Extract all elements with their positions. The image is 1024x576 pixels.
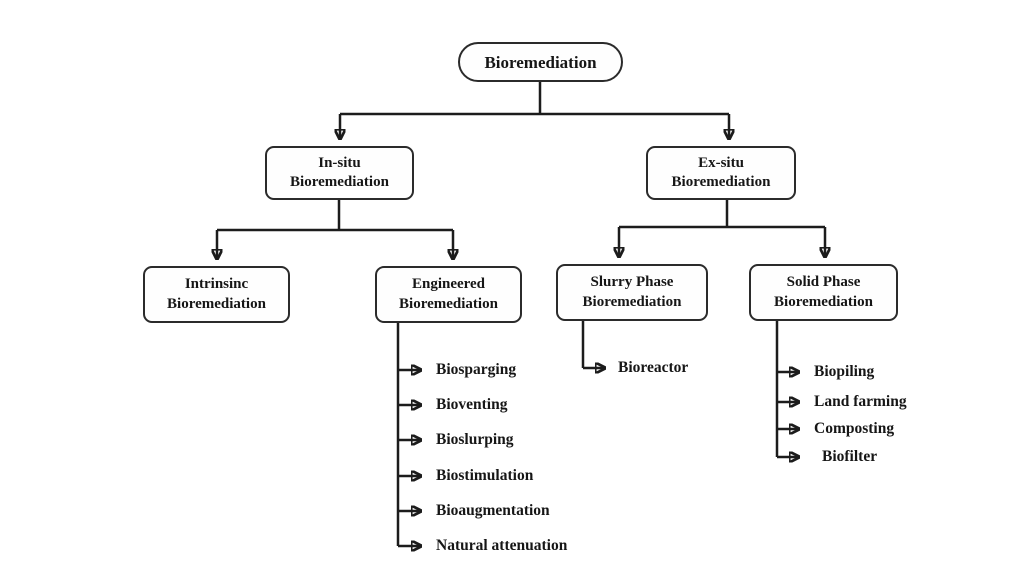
node-ex-situ-bioremediation: Ex-situ Bioremediation [646, 146, 796, 200]
connector-solid-list [775, 321, 798, 457]
leaf-natural-attenuation: Natural attenuation [436, 537, 568, 554]
leaf-bioreactor: Bioreactor [618, 359, 689, 376]
connector-exsitu-to-children [619, 200, 825, 256]
leaf-bioslurping: Bioslurping [436, 431, 514, 448]
node-label-line1: In-situ [318, 154, 361, 171]
leaf-land-farming: Land farming [814, 393, 907, 410]
leaf-biostimulation: Biostimulation [436, 467, 534, 484]
node-solid-phase-bioremediation: Solid Phase Bioremediation [749, 264, 898, 321]
node-engineered-bioremediation: Engineered Bioremediation [375, 266, 522, 323]
node-slurry-phase-bioremediation: Slurry Phase Bioremediation [556, 264, 708, 321]
node-bioremediation: Bioremediation [458, 42, 623, 82]
node-label-line1: Intrinsinc [184, 276, 249, 292]
leaf-biofilter: Biofilter [822, 448, 878, 465]
node-label-line2: Bioremediation [774, 293, 873, 310]
connector-slurry-list [581, 321, 604, 368]
node-label-line2: Bioremediation [671, 174, 771, 190]
connector-root-to-level2 [340, 82, 729, 138]
connector-insitu-to-children [217, 200, 453, 258]
node-in-situ-bioremediation: In-situ Bioremediation [265, 146, 414, 200]
node-label-line1: Engineered [411, 276, 486, 292]
leaf-biosparging: Biosparging [436, 361, 517, 378]
leaf-composting: Composting [814, 420, 895, 437]
connector-engineered-list [396, 323, 420, 546]
node-label-line1: Slurry Phase [590, 274, 674, 290]
leaf-biopiling: Biopiling [814, 363, 875, 380]
node-label-line1: Solid Phase [786, 274, 861, 290]
node-label-line2: Bioremediation [582, 293, 682, 310]
node-label-line2: Bioremediation [399, 295, 498, 312]
node-label-line1: Ex-situ [698, 154, 744, 171]
node-label-line2: Bioremediation [167, 295, 266, 312]
node-label-line2: Bioremediation [290, 174, 389, 190]
leaf-bioventing: Bioventing [436, 396, 508, 413]
node-intrinsic-bioremediation: Intrinsinc Bioremediation [143, 266, 290, 323]
leaf-bioaugmentation: Bioaugmentation [436, 502, 550, 519]
